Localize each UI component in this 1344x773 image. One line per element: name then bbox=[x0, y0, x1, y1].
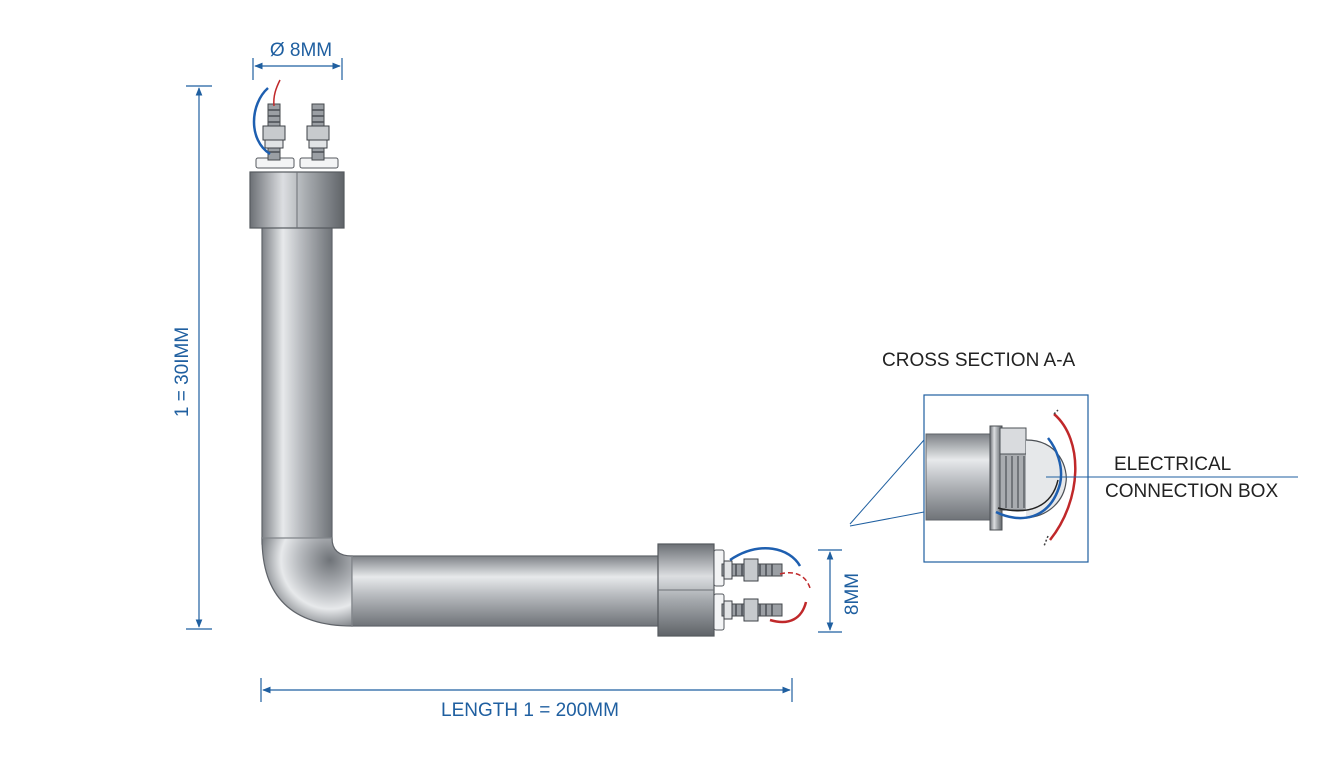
dimension-end-height: 8MM bbox=[818, 549, 863, 633]
top-terminal-cap bbox=[249, 79, 345, 229]
vertical-length-label: 1 = 30IMM bbox=[172, 327, 193, 417]
end-terminal-cap bbox=[657, 543, 811, 637]
cross-section-detail bbox=[849, 394, 1298, 563]
end-height-label: 8MM bbox=[842, 573, 863, 615]
terminal-stud-right bbox=[306, 103, 330, 161]
dimension-vertical-length: 1 = 30IMM bbox=[172, 85, 212, 630]
diameter-label: Ø 8MM bbox=[270, 40, 332, 61]
wire-blue-top bbox=[252, 87, 271, 156]
wire-red-end-lower bbox=[769, 601, 808, 624]
wire-red-end-upper bbox=[779, 572, 811, 589]
dimension-horizontal-length: LENGTH 1 = 200MM bbox=[260, 678, 793, 721]
section-wire-black bbox=[997, 479, 1059, 512]
section-wire-blue bbox=[995, 437, 1063, 520]
heater-tube bbox=[261, 225, 661, 627]
section-wire-red bbox=[1049, 413, 1077, 541]
wire-red-top bbox=[273, 79, 281, 107]
wire-blue-end bbox=[729, 547, 802, 567]
connection-box-label-line1: ELECTRICAL bbox=[1114, 454, 1231, 475]
terminal-stud-left bbox=[262, 103, 286, 161]
cross-section-title: CROSS SECTION A-A bbox=[882, 350, 1076, 371]
terminal-stud-upper bbox=[721, 558, 783, 582]
dimension-diameter: Ø 8MM bbox=[252, 40, 343, 80]
connection-box-label-line2: CONNECTION BOX bbox=[1105, 481, 1278, 502]
terminal-stud-lower bbox=[721, 598, 783, 622]
horizontal-length-label: LENGTH 1 = 200MM bbox=[441, 700, 619, 721]
